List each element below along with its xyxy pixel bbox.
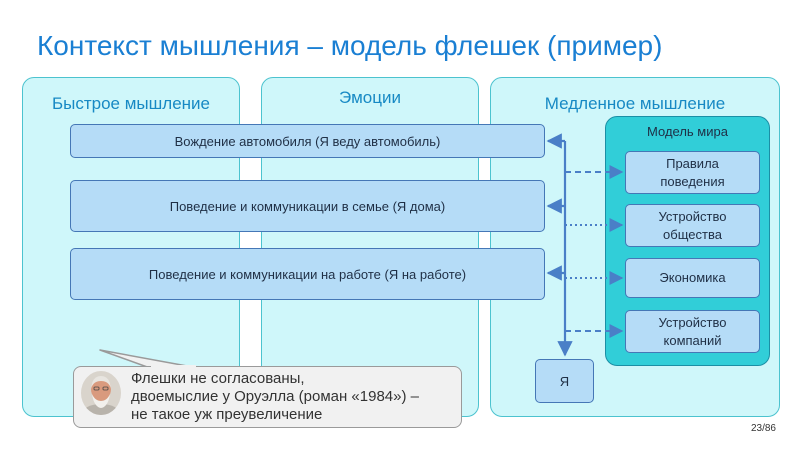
world-model-item-line: поведения [660, 173, 725, 189]
world-model-item-economy: Экономика [625, 258, 760, 298]
column-slow-thinking-title: Медленное мышление [544, 94, 726, 113]
world-model-item-companies: Устройство компаний [625, 310, 760, 353]
flash-bar-driving: Вождение автомобиля (Я веду автомобиль) [70, 124, 545, 158]
world-model-item-line: Правила [666, 155, 719, 171]
column-fast-thinking-title: Быстрое мышление [51, 94, 210, 113]
world-model-item-line: общества [663, 226, 722, 242]
page-number: 23/86 [750, 423, 776, 434]
flash-bar-family: Поведение и коммуникации в семье (Я дома… [70, 180, 545, 232]
callout-text: Флешки не согласованы, двоемыслие у Оруэ… [131, 370, 461, 424]
world-model-title: Модель мира [647, 124, 728, 139]
flash-bar-work: Поведение и коммуникации на работе (Я на… [70, 248, 545, 300]
callout-box [73, 366, 462, 428]
author-avatar-icon [81, 371, 121, 415]
world-model-item-line: Устройство [658, 208, 727, 224]
callout-line: двоемыслие у Оруэлла (роман «1984») – [131, 388, 419, 405]
callout-line: не такое уж преувеличение [131, 406, 323, 423]
world-model-item-line: Устройство [658, 314, 727, 330]
world-model-item-society: Устройство общества [625, 204, 760, 247]
slide-title: Контекст мышления – модель флешек (приме… [37, 30, 663, 61]
column-emotions-title: Эмоции [339, 88, 401, 107]
self-box: Я [535, 359, 594, 403]
world-model-item-line: Экономика [659, 270, 726, 285]
world-model-item-rules: Правила поведения [625, 151, 760, 194]
callout-line: Флешки не согласованы, [131, 370, 305, 387]
world-model-item-line: компаний [663, 332, 722, 348]
